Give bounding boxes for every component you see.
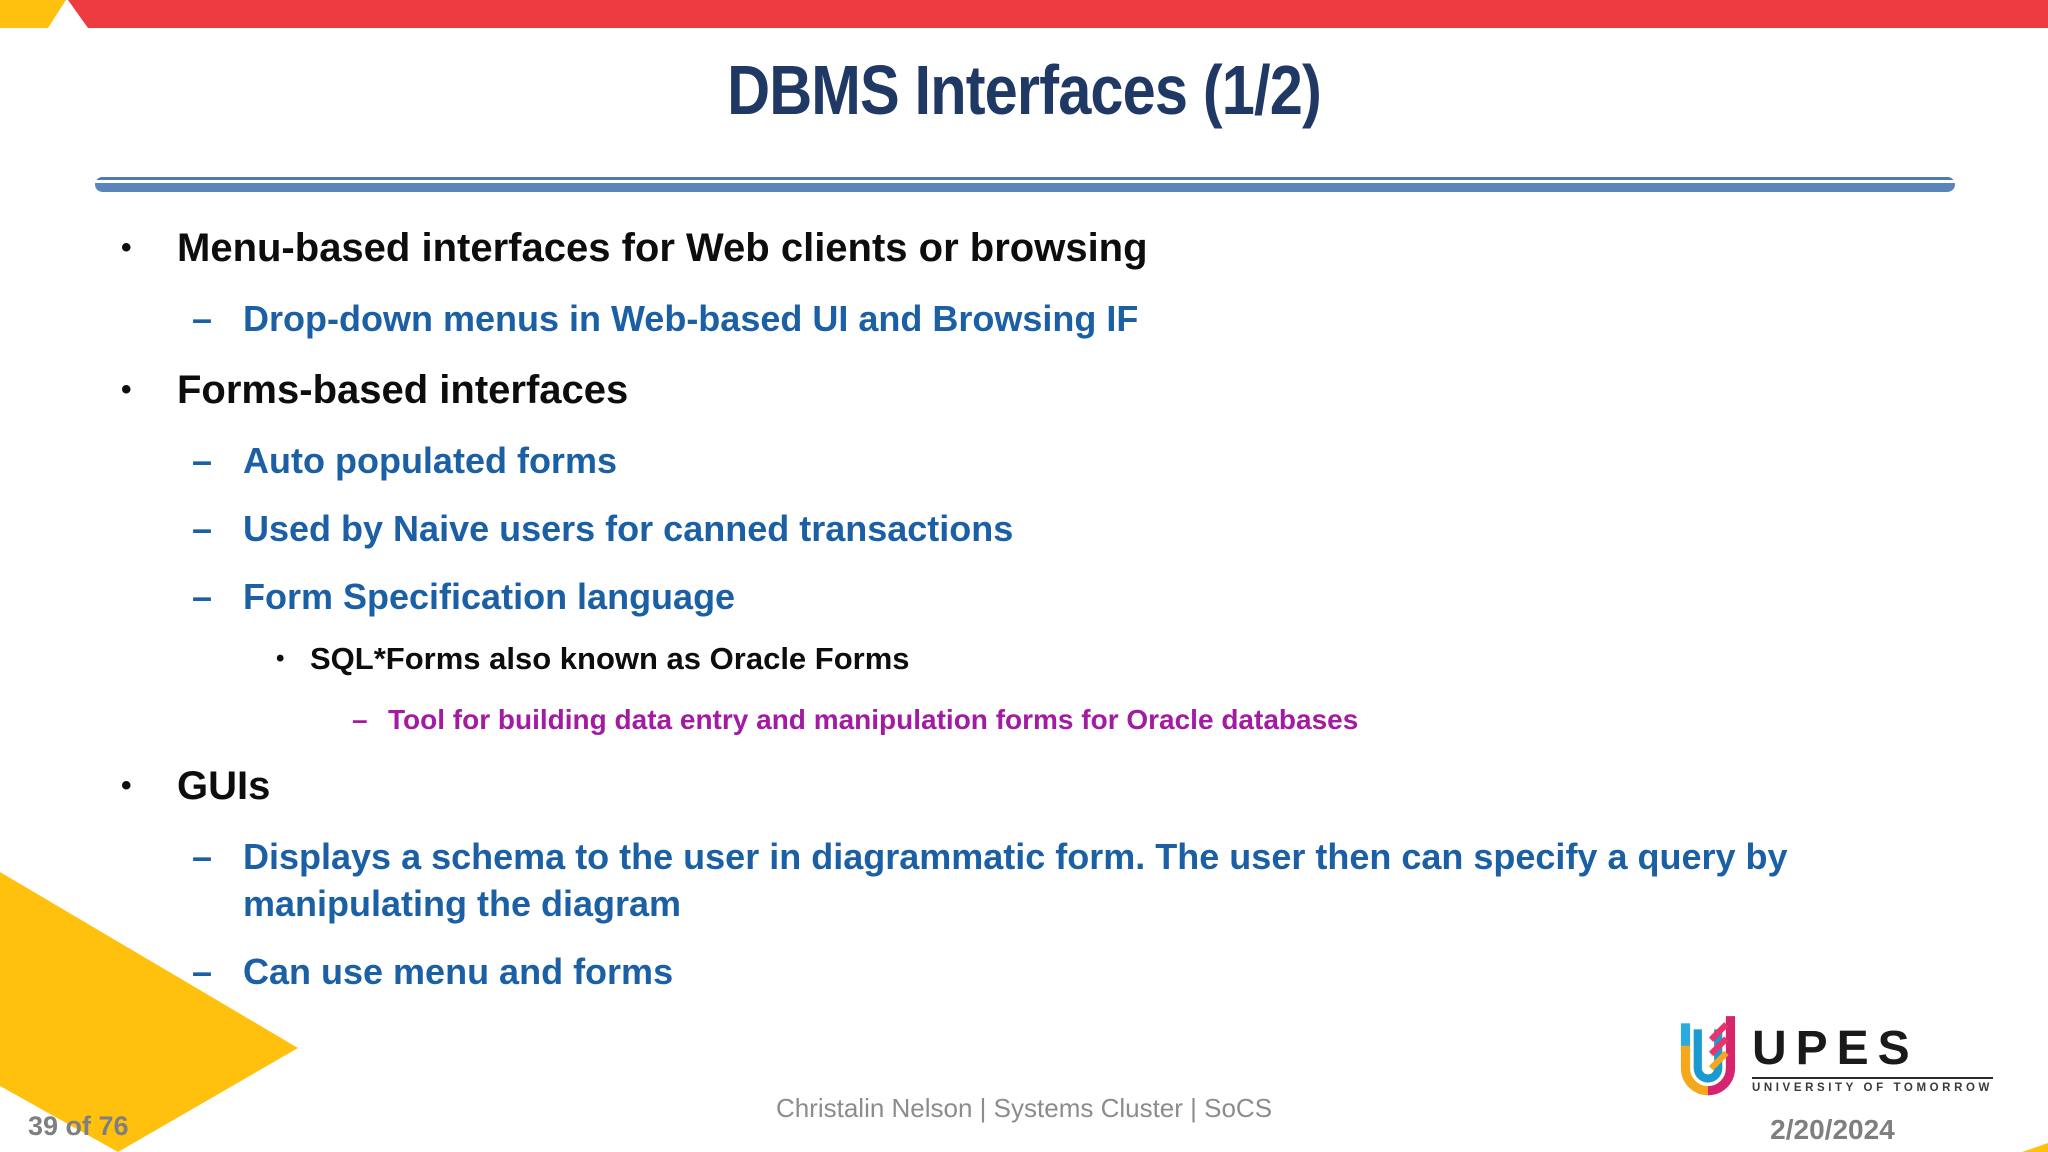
- bullet-dot-marker: •: [276, 645, 285, 672]
- bullet-item: • GUIs: [121, 760, 2048, 812]
- dash-marker: –: [192, 951, 213, 992]
- upes-logo-tagline: UNIVERSITY OF TOMORROW: [1751, 1082, 1993, 1094]
- bullet-text: Displays a schema to the user in diagram…: [243, 836, 1788, 924]
- dash-marker: –: [192, 836, 213, 877]
- top-left-yellow-accent: [0, 0, 66, 28]
- bullet-list: • Menu-based interfaces for Web clients o…: [0, 200, 2048, 995]
- bullet-text: Form Specification language: [243, 576, 736, 617]
- upes-logo-emblem: [1672, 1009, 1744, 1108]
- bullet-text: Auto populated forms: [243, 440, 617, 481]
- bullet-dot-marker: •: [121, 769, 132, 802]
- page-indicator: 39 of 76: [28, 1111, 129, 1141]
- bullet-item: –Displays a schema to the user in diagra…: [192, 833, 2048, 927]
- bullet-dot-marker: •: [121, 373, 132, 406]
- top-red-bar: [68, 0, 2048, 28]
- bullet-item: –Can use menu and forms: [192, 948, 2048, 995]
- bullet-item: • SQL*Forms also known as Oracle Forms: [276, 639, 2048, 679]
- bullet-text: Menu-based interfaces for Web clients or…: [177, 226, 1148, 270]
- dash-marker: –: [192, 508, 213, 549]
- upes-logo-wordmark: UPES: [1751, 1022, 1919, 1075]
- upes-logo-block: UPES UNIVERSITY OF TOMORROW 2/20/2024: [1672, 1009, 1993, 1146]
- title-divider-line: [95, 177, 1955, 192]
- bullet-dot-marker: •: [121, 231, 132, 264]
- footer-credit: Christalin Nelson | Systems Cluster | So…: [775, 1093, 1273, 1123]
- bullet-text: Can use menu and forms: [243, 951, 674, 992]
- bullet-item: • Menu-based interfaces for Web clients o…: [121, 222, 2048, 274]
- dash-marker: –: [192, 440, 213, 481]
- logo-rule: [1751, 1077, 1993, 1079]
- bullet-text: Tool for building data entry and manipul…: [388, 704, 1359, 735]
- bullet-item: • Forms-based interfaces: [121, 364, 2048, 416]
- bullet-text: Forms-based interfaces: [177, 368, 629, 412]
- slide-title: DBMS Interfaces (1/2): [727, 51, 1322, 129]
- bottom-right-yellow-accent: [2022, 1143, 2048, 1152]
- bullet-item: –Auto populated forms: [192, 437, 2048, 484]
- slide-date: 2/20/2024: [1770, 1114, 1895, 1145]
- dash-marker: –: [192, 576, 213, 617]
- bullet-text: Drop-down menus in Web-based UI and Brow…: [243, 298, 1139, 339]
- bullet-item: –Used by Naive users for canned transact…: [192, 505, 2048, 552]
- bullet-item: –Drop-down menus in Web-based UI and Bro…: [192, 295, 2048, 342]
- bullet-text: Used by Naive users for canned transacti…: [243, 508, 1014, 549]
- bullet-text: GUIs: [177, 764, 271, 808]
- bullet-item: –Tool for building data entry and manipu…: [352, 701, 2048, 738]
- dash-marker: –: [192, 298, 213, 339]
- dash-marker: –: [352, 704, 368, 735]
- bullet-item: –Form Specification language: [192, 573, 2048, 620]
- bullet-text: SQL*Forms also known as Oracle Forms: [310, 641, 910, 676]
